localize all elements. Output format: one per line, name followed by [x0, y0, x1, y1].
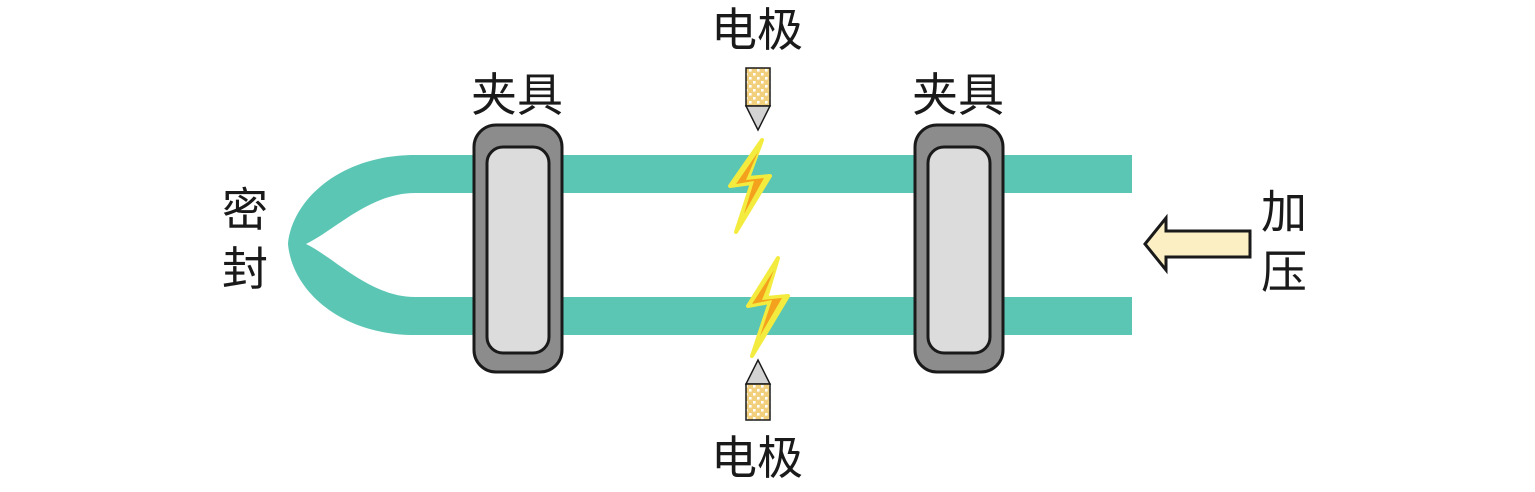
label-pressure-top: 加	[1261, 185, 1307, 239]
label-clamp-left: 夹具	[471, 68, 563, 122]
electrode-bottom	[744, 358, 772, 421]
spark-lower-icon	[746, 256, 790, 358]
label-seal-top: 密	[222, 183, 268, 237]
label-clamp-right: 夹具	[912, 68, 1004, 122]
label-electrode-bottom: 电极	[711, 431, 803, 485]
label-electrode-top: 电极	[711, 3, 803, 57]
clamp-right	[913, 123, 1005, 374]
pressure-arrow-icon	[1143, 213, 1252, 275]
electrode-top	[744, 67, 772, 132]
fiber-loop	[288, 155, 1132, 335]
spark-upper-icon	[728, 138, 772, 234]
label-pressure-bottom: 压	[1261, 245, 1307, 299]
clamp-left	[472, 123, 564, 374]
label-seal-bottom: 封	[222, 242, 268, 296]
